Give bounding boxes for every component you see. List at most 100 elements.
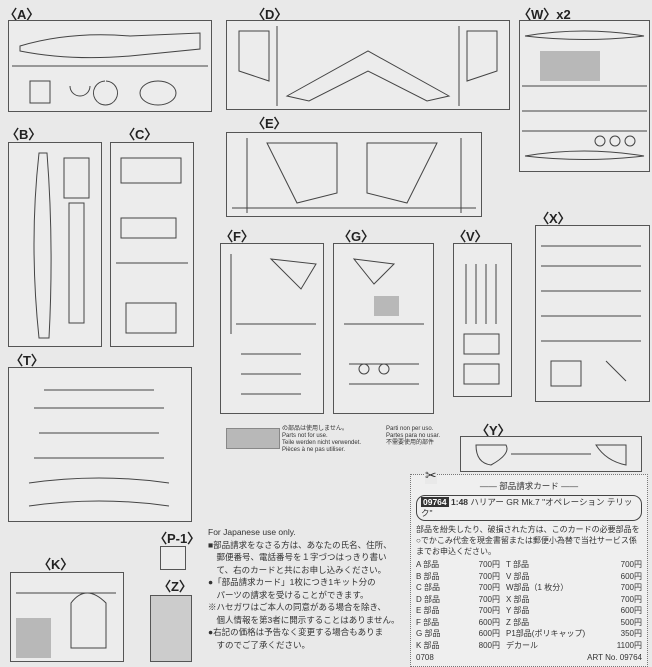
price-row: V 部品 600円 (506, 571, 642, 583)
part-price: 600円 (620, 606, 642, 615)
part-price: 700円 (478, 594, 500, 604)
part-price: 350円 (620, 629, 642, 638)
part-name: D 部品 (416, 594, 440, 604)
art-number: ART No. 09764 (587, 653, 642, 662)
price-row: X 部品 700円 (506, 594, 642, 606)
legend-es: Partes para no usar. (386, 433, 441, 439)
part-price: 700円 (478, 560, 500, 569)
product-scale: 1:48 (451, 497, 469, 507)
part-name: A 部品 (416, 560, 440, 569)
price-row: C 部品 700円 (416, 582, 500, 594)
japanese-notice: For Japanese use only. ■部品請求をなさる方は、あなたの氏… (208, 526, 406, 651)
parts-order-card: ✂ ―― 部品請求カード ―― 09764 1:48 ハリアー GR Mk.7 … (410, 467, 648, 667)
product-code: 09764 (421, 497, 449, 507)
sprue-t (8, 367, 192, 522)
price-row: K 部品 800円 (416, 640, 500, 652)
part-name: B 部品 (416, 571, 440, 581)
sprue-label-a: 〈A〉 (4, 7, 40, 22)
sprue-k (10, 572, 124, 662)
part-name: E 部品 (416, 606, 440, 615)
sprue-f (220, 243, 324, 414)
sprue-e (226, 132, 482, 217)
sprue-a (8, 20, 212, 112)
part-name: W部品（1 枚分） (506, 583, 569, 592)
sprue-d (226, 20, 510, 110)
part-name: デカール (506, 640, 538, 650)
part-name: G 部品 (416, 629, 441, 638)
legend-fr: Pièces à ne pas utiliser. (282, 447, 346, 453)
sprue-label-f: 〈F〉 (220, 229, 254, 244)
part-price: 1100円 (616, 640, 642, 650)
price-row: T 部品 700円 (506, 559, 642, 571)
part-price: 700円 (620, 560, 642, 569)
unused-parts-swatch (226, 428, 280, 449)
part-name: Y 部品 (506, 606, 530, 615)
sprue-p1 (160, 546, 186, 570)
sprue-label-t: 〈T〉 (10, 353, 44, 368)
part-price: 700円 (620, 594, 642, 604)
sprue-label-w: 〈W〉x2 (518, 7, 571, 22)
price-row: F 部品 600円 (416, 617, 500, 629)
sprue-b (8, 142, 102, 347)
legend-it: Parti non per uso. (386, 426, 434, 432)
sprue-z-decal (150, 595, 192, 662)
sprue-w (519, 20, 650, 172)
sprue-label-c: 〈C〉 (122, 127, 158, 142)
notice-line: ●右記の価格は予告なく変更する場合もありま (208, 627, 384, 637)
sprue-label-p1: 〈P-1〉 (154, 531, 201, 546)
notice-line: て、右のカードと共にお申し込みください。 (208, 564, 387, 575)
part-price: 700円 (620, 583, 642, 592)
sprue-c (110, 142, 194, 347)
sprue-g (333, 243, 434, 414)
notice-line: 郵便番号、電話番号を１字づつはっきり書い (208, 552, 387, 562)
sprue-label-v: 〈V〉 (453, 229, 488, 244)
part-price: 500円 (620, 617, 642, 627)
notice-line: ●「部品請求カード」1枚につき1キット分の (208, 577, 376, 587)
legend-en: Parts not for use. (282, 433, 328, 439)
part-name: V 部品 (506, 571, 530, 581)
part-name: F 部品 (416, 617, 440, 627)
sprue-label-k: 〈K〉 (38, 557, 74, 572)
part-price: 600円 (620, 571, 642, 581)
part-price: 600円 (478, 629, 500, 638)
sprue-x (535, 225, 650, 402)
part-price: 700円 (478, 606, 500, 615)
part-name: T 部品 (506, 560, 529, 569)
price-row: Z 部品 500円 (506, 617, 642, 629)
part-price: 600円 (478, 617, 500, 627)
sprue-label-d: 〈D〉 (252, 7, 288, 22)
part-name: P1部品(ポリキャップ) (506, 629, 586, 638)
sprue-label-g: 〈G〉 (338, 229, 375, 244)
notice-line: 個人情報を第3者に開示することはありません。 (208, 614, 400, 625)
price-row: D 部品 700円 (416, 594, 500, 606)
part-price: 800円 (478, 640, 500, 650)
price-row: A 部品 700円 (416, 559, 500, 571)
sprue-label-x: 〈X〉 (536, 211, 571, 226)
sprue-label-y: 〈Y〉 (476, 423, 511, 438)
price-row: W部品（1 枚分） 700円 (506, 582, 642, 594)
part-name: K 部品 (416, 640, 440, 650)
price-row: B 部品 700円 (416, 571, 500, 583)
price-row: デカール 1100円 (506, 640, 642, 652)
notice-line: すのでご了承ください。 (208, 639, 311, 650)
part-price: 700円 (478, 583, 500, 592)
card-intro: 部品を紛失したり、破損された方は、このカードの必要部品を○でかこみ代金を現金書留… (416, 525, 640, 556)
notice-line: ※ハセガワはご本人の同意がある場合を除き、 (208, 602, 386, 612)
notice-title: For Japanese use only. (208, 527, 296, 537)
price-list: A 部品 700円 T 部品 700円 B 部品 700円 V 部品 600円 C 部品 700円… (416, 559, 642, 651)
part-name: C 部品 (416, 583, 440, 592)
part-name: X 部品 (506, 594, 530, 604)
sprue-v (453, 243, 512, 397)
legend-jp: の部品は使用しません。 (282, 426, 348, 432)
price-row: E 部品 700円 (416, 605, 500, 617)
sprue-label-e: 〈E〉 (252, 116, 287, 131)
sprue-label-z: 〈Z〉 (158, 579, 192, 594)
legend-de: Teile werden nicht verwendet. (282, 440, 362, 446)
print-date: 0708 (416, 653, 434, 662)
sprue-y (460, 436, 642, 472)
notice-line: ■部品請求をなさる方は、あなたの氏名、住所、 (208, 539, 392, 550)
part-name: Z 部品 (506, 617, 530, 627)
product-name: ハリアー GR Mk.7 "オペレーション テリック" (421, 497, 633, 518)
part-price: 700円 (478, 571, 500, 581)
price-row: G 部品 600円 (416, 628, 500, 640)
